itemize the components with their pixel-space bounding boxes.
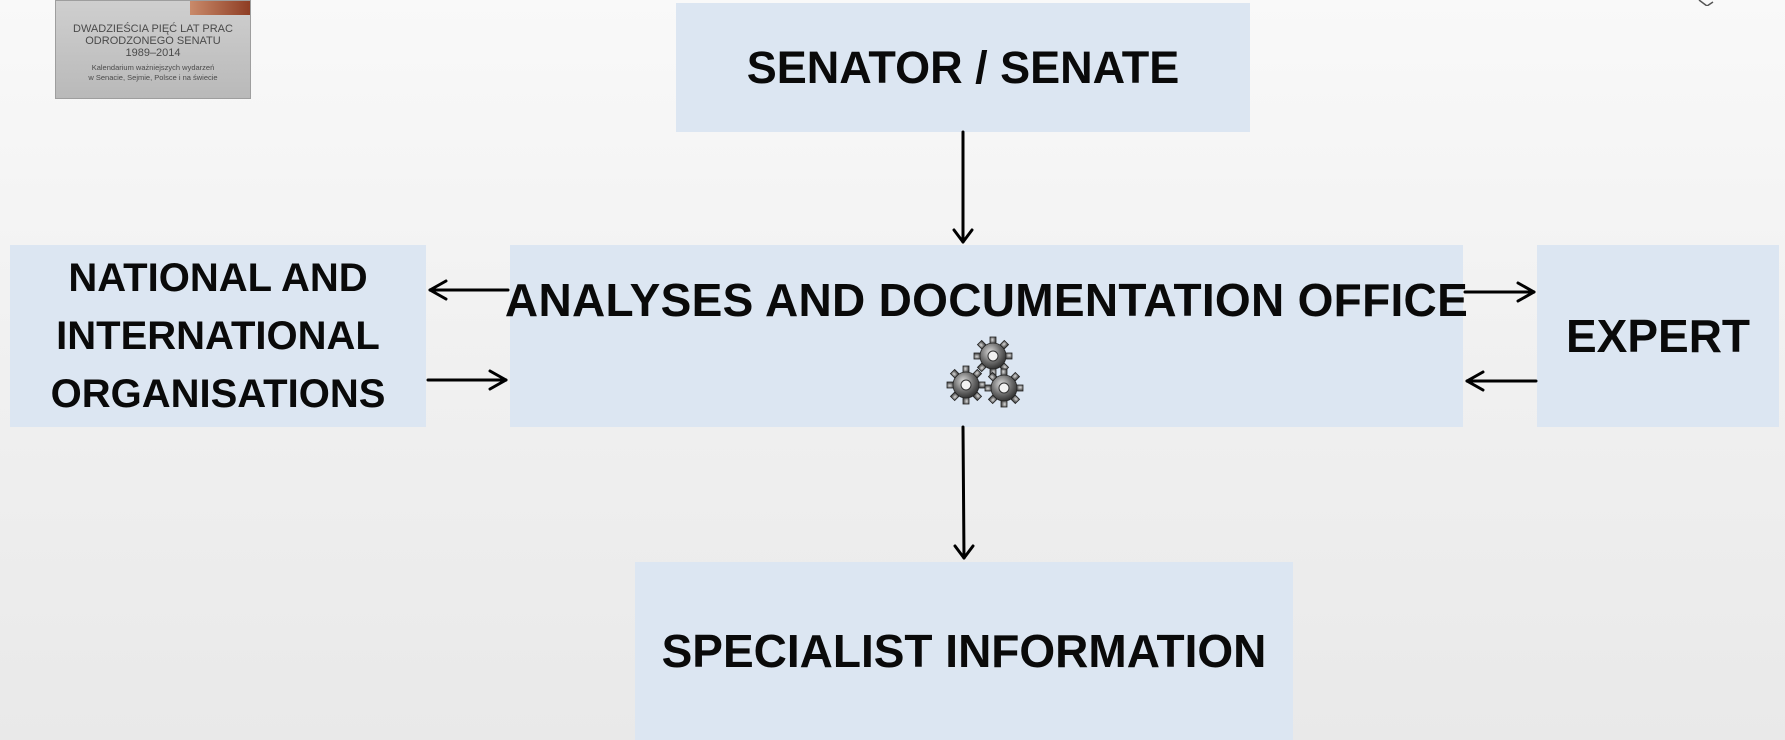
- book-cover-image: DWADZIEŚCIA PIĘĆ LAT PRAC ODRODZONEGO SE…: [55, 0, 251, 99]
- specialist-information-label: SPECIALIST INFORMATION: [661, 625, 1267, 677]
- book-cover-subtitle: Kalendarium ważniejszych wydarzeń w Sena…: [88, 63, 218, 82]
- arrow-office-to-expert: [1463, 281, 1536, 303]
- arrow-expert-to-office: [1465, 370, 1538, 392]
- arrow-senate-to-office: [952, 130, 974, 244]
- book-cover-title: DWADZIEŚCIA PIĘĆ LAT PRAC ODRODZONEGO SE…: [73, 23, 233, 59]
- arrow-office-to-specialist-information: [953, 425, 975, 560]
- expert-box: EXPERT: [1537, 245, 1779, 427]
- specialist-information-box: SPECIALIST INFORMATION: [635, 562, 1293, 740]
- arrow-organisations-to-office: [426, 369, 508, 391]
- senate-label: SENATOR / SENATE: [746, 41, 1180, 93]
- senate-box: SENATOR / SENATE: [676, 3, 1250, 132]
- book-cover-art: [190, 1, 250, 15]
- organisations-box: NATIONAL AND INTERNATIONAL ORGANISATIONS: [10, 245, 426, 427]
- office-label: ANALYSES AND DOCUMENTATION OFFICE: [504, 274, 1469, 326]
- corner-mark: [1698, 0, 1714, 6]
- gears-icon: [946, 336, 1023, 408]
- office-box: ANALYSES AND DOCUMENTATION OFFICE: [505, 245, 1468, 427]
- expert-label: EXPERT: [1565, 310, 1751, 362]
- arrow-office-to-organisations: [428, 279, 510, 301]
- organisations-label: NATIONAL AND INTERNATIONAL ORGANISATIONS: [50, 256, 386, 416]
